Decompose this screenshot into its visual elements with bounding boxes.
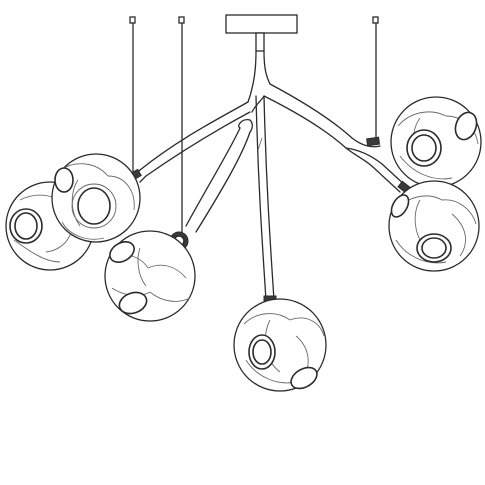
- glass-globe: [388, 180, 480, 272]
- hanger-cable: [129, 16, 136, 179]
- glass-globe: [51, 153, 141, 243]
- hanger-cable: [372, 16, 379, 141]
- glass-globe: [104, 230, 196, 322]
- glass-globe: [390, 96, 482, 188]
- ceiling-canopy: [225, 14, 298, 52]
- hanger-cable: [178, 16, 185, 233]
- glass-globe: [233, 298, 327, 392]
